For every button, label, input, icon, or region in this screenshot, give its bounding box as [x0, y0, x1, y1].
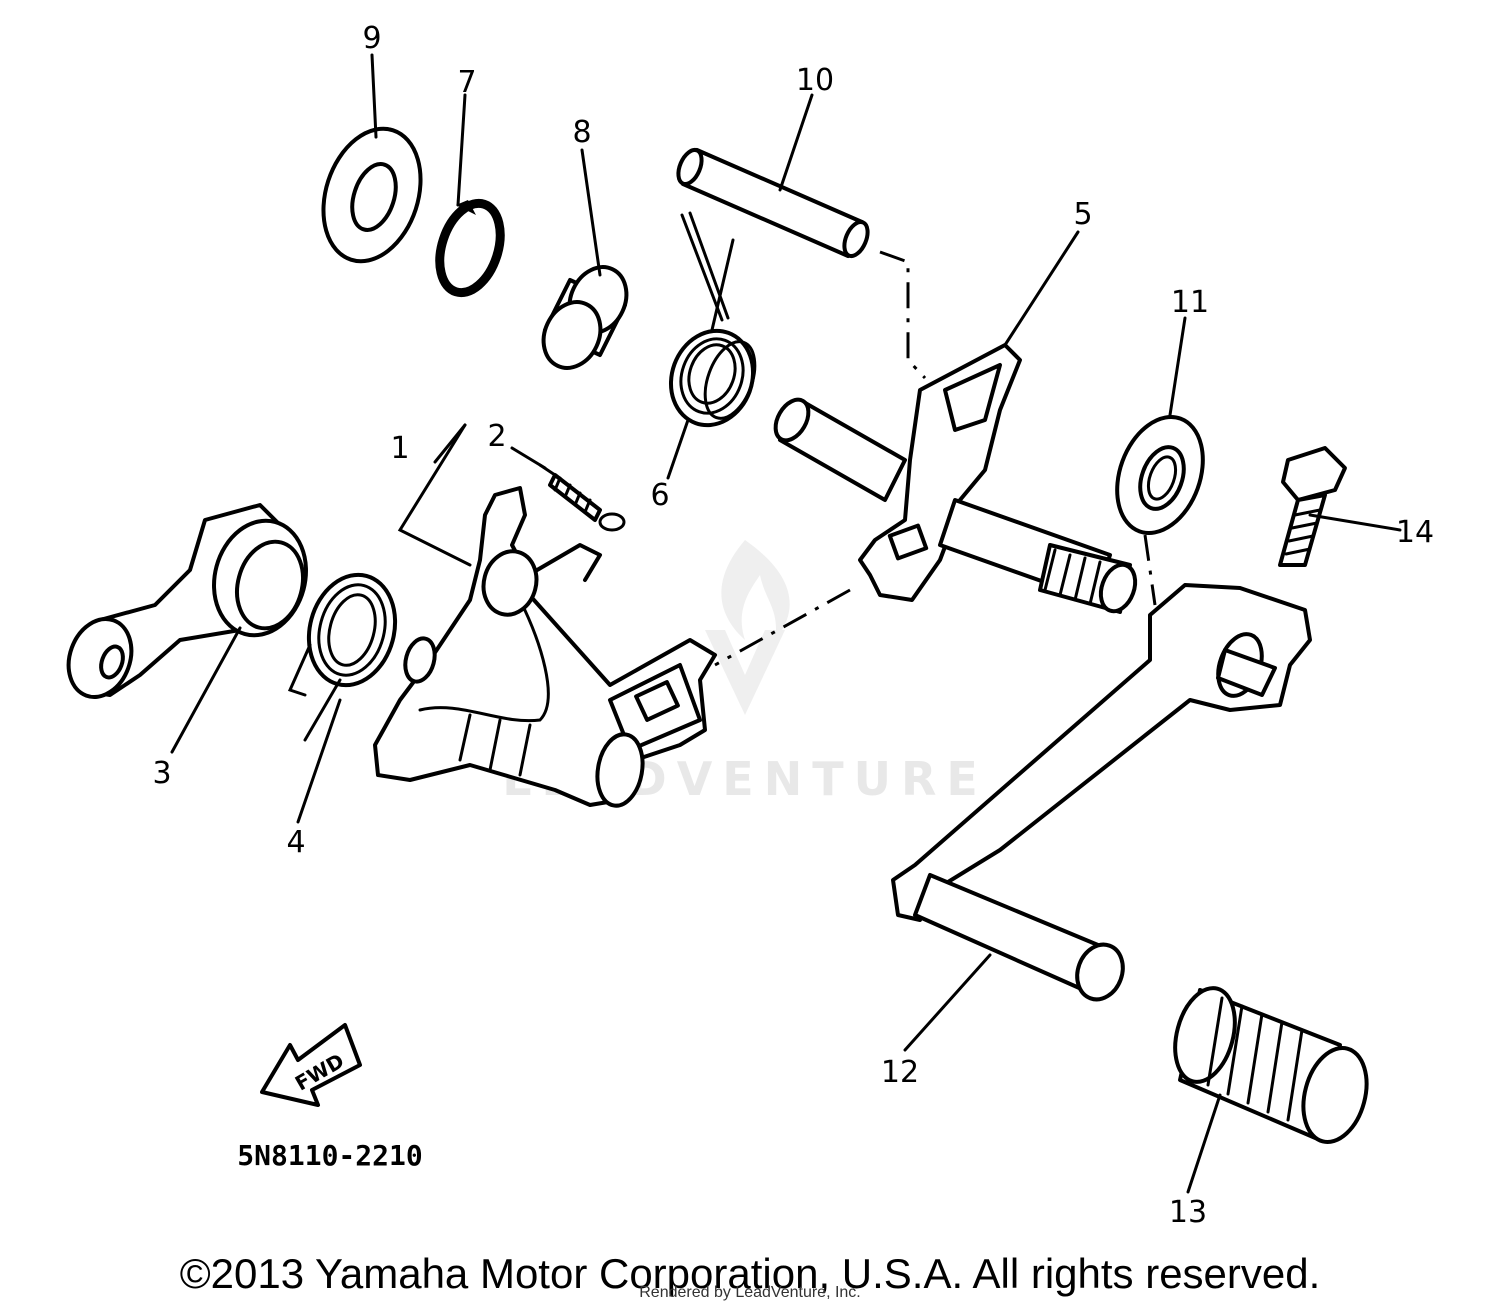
assembly-line-seal: [1143, 534, 1157, 606]
callout-numbers: 9 7 8 10 5 11 14 1 2 6 3 4 12 13: [152, 21, 1434, 1230]
callout-10: 10: [796, 63, 834, 98]
part-9-washer: [321, 126, 423, 264]
callout-8: 8: [572, 115, 591, 150]
callout-11: 11: [1171, 285, 1209, 320]
callout-5: 5: [1073, 197, 1092, 232]
callout-6: 6: [650, 478, 669, 513]
part-10-pin: [676, 147, 870, 259]
leader-lines: [170, 53, 1402, 1194]
part-8-collar: [541, 265, 629, 370]
diagram-code: 5N8110-2210: [237, 1139, 422, 1172]
part-5-shift-arm: [773, 343, 1138, 614]
part-1-shift-lever: [373, 486, 717, 808]
part-4-spring: [287, 572, 398, 742]
rendered-by-credit: Rendered by LeadVenture, Inc.: [639, 1284, 861, 1301]
callout-2: 2: [487, 419, 506, 454]
part-13-rubber: [1173, 986, 1369, 1145]
part-2-spring: [538, 463, 626, 532]
fwd-arrow: FWD: [260, 1023, 362, 1107]
part-14-bolt: [1278, 446, 1347, 567]
part-3-arm: [66, 503, 308, 699]
callout-13: 13: [1169, 1195, 1207, 1230]
callout-9: 9: [362, 21, 381, 56]
callout-14: 14: [1396, 515, 1434, 550]
callout-3: 3: [152, 756, 171, 791]
assembly-line-pin: [879, 250, 927, 380]
callout-1: 1: [390, 431, 409, 466]
assembly-line-shaft: [714, 588, 851, 667]
copyright-notice: ©2013 Yamaha Motor Corporation, U.S.A. A…: [179, 1250, 1321, 1297]
part-12-shift-pedal: [891, 583, 1312, 1002]
part-6-torsion-spring: [668, 211, 757, 428]
callout-4: 4: [286, 825, 305, 860]
callout-7: 7: [457, 65, 476, 100]
part-11-oil-seal: [1115, 414, 1205, 536]
callout-12: 12: [881, 1055, 919, 1090]
part-7-circlip: [435, 198, 505, 298]
